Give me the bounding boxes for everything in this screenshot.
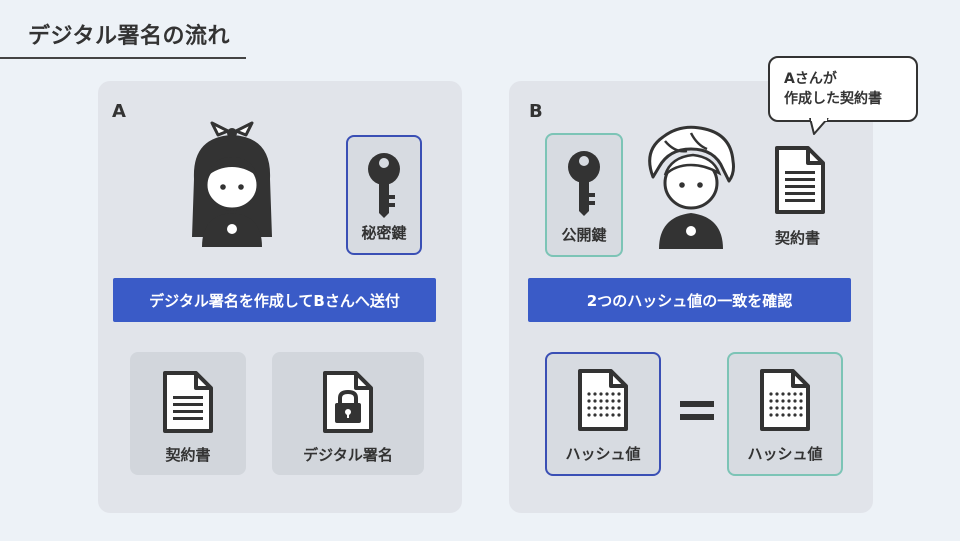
banner-b: 2つのハッシュ値の一致を確認 — [528, 278, 851, 322]
private-key-label: 秘密鍵 — [361, 224, 407, 242]
digital-signature-box: デジタル署名 — [272, 352, 424, 475]
panel-b: B 公開鍵 契約書 2つのハッシュ値 — [509, 81, 873, 513]
public-key-label: 公開鍵 — [561, 226, 607, 244]
hash-left-label: ハッシュ値 — [565, 445, 641, 463]
bubble-line-1: Aさんが — [784, 70, 837, 87]
contract-label-b: 契約書 — [775, 229, 821, 247]
key-icon — [368, 153, 400, 218]
banner-a: デジタル署名を作成してBさんへ送付 — [113, 278, 436, 322]
page-title: デジタル署名の流れ — [28, 24, 231, 49]
hash-document-icon — [578, 369, 628, 431]
contract-box: 契約書 — [130, 352, 246, 475]
hash-right-label: ハッシュ値 — [747, 445, 823, 463]
equals-icon — [680, 401, 714, 420]
panel-a-label: A — [112, 101, 126, 122]
speech-bubble-tail — [809, 118, 829, 135]
private-key-box: 秘密鍵 — [346, 135, 422, 255]
locked-document-icon — [323, 371, 373, 433]
speech-bubble: Aさんが 作成した契約書 — [768, 56, 918, 122]
person-a-icon — [192, 121, 272, 247]
panel-b-label: B — [529, 101, 543, 122]
public-key-box: 公開鍵 — [545, 133, 623, 257]
document-icon — [775, 146, 825, 214]
hash-box-computed: ハッシュ値 — [727, 352, 843, 476]
bubble-line-2: 作成した契約書 — [784, 91, 882, 107]
person-b-icon — [648, 125, 735, 249]
digital-signature-label: デジタル署名 — [303, 446, 393, 464]
hash-document-icon — [760, 369, 810, 431]
key-icon — [568, 151, 600, 216]
contract-label: 契約書 — [165, 446, 211, 464]
hash-box-received: ハッシュ値 — [545, 352, 661, 476]
document-icon — [163, 371, 213, 433]
panel-a: A 秘密鍵 デジタル署名を作成してBさんへ送付 — [98, 81, 462, 513]
title-underline — [0, 57, 246, 59]
